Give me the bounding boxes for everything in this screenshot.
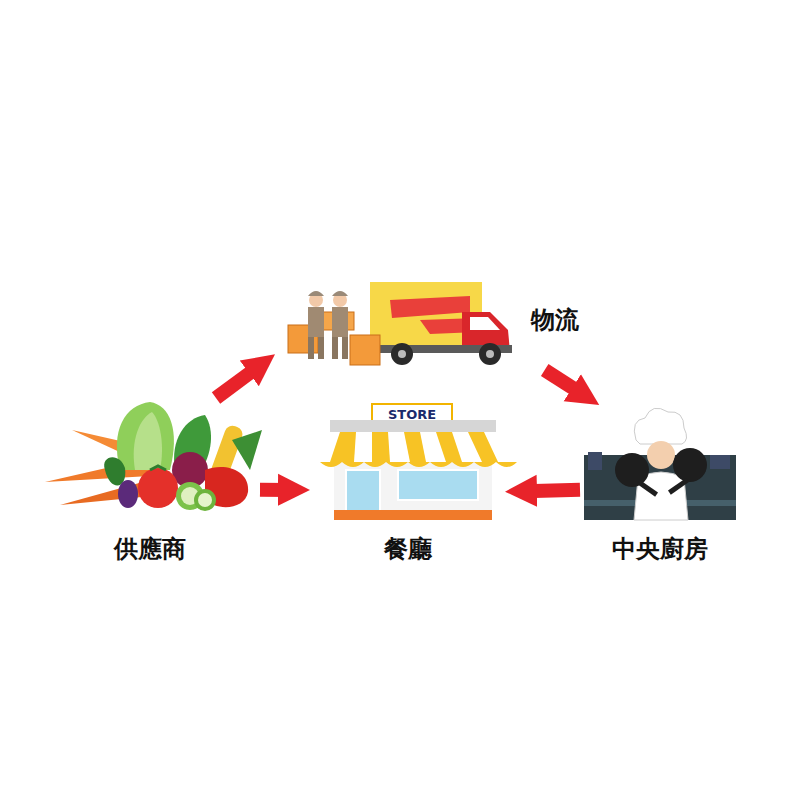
sign-text: STORE — [388, 407, 436, 423]
flow-arrow — [525, 490, 580, 491]
flow-arrow — [260, 483, 290, 497]
node-label: 物流 — [531, 306, 579, 335]
illustrated-node: 物流 — [275, 278, 585, 370]
node-label: 供應商 — [114, 535, 186, 564]
node-label: 中央廚房 — [612, 535, 708, 564]
illustrated-node: 餐廳 — [310, 402, 505, 568]
store-illustration — [320, 404, 517, 520]
illustrated-node: 供應商 — [40, 398, 260, 568]
vegetables-illustration — [45, 402, 262, 511]
truck-illustration — [288, 282, 512, 365]
illustrated-node: 中央廚房 — [580, 405, 740, 568]
node-label: 餐廳 — [384, 535, 432, 564]
flow-arrow — [545, 370, 583, 394]
chef-illustration — [584, 408, 736, 520]
flow-arrow — [216, 366, 259, 398]
